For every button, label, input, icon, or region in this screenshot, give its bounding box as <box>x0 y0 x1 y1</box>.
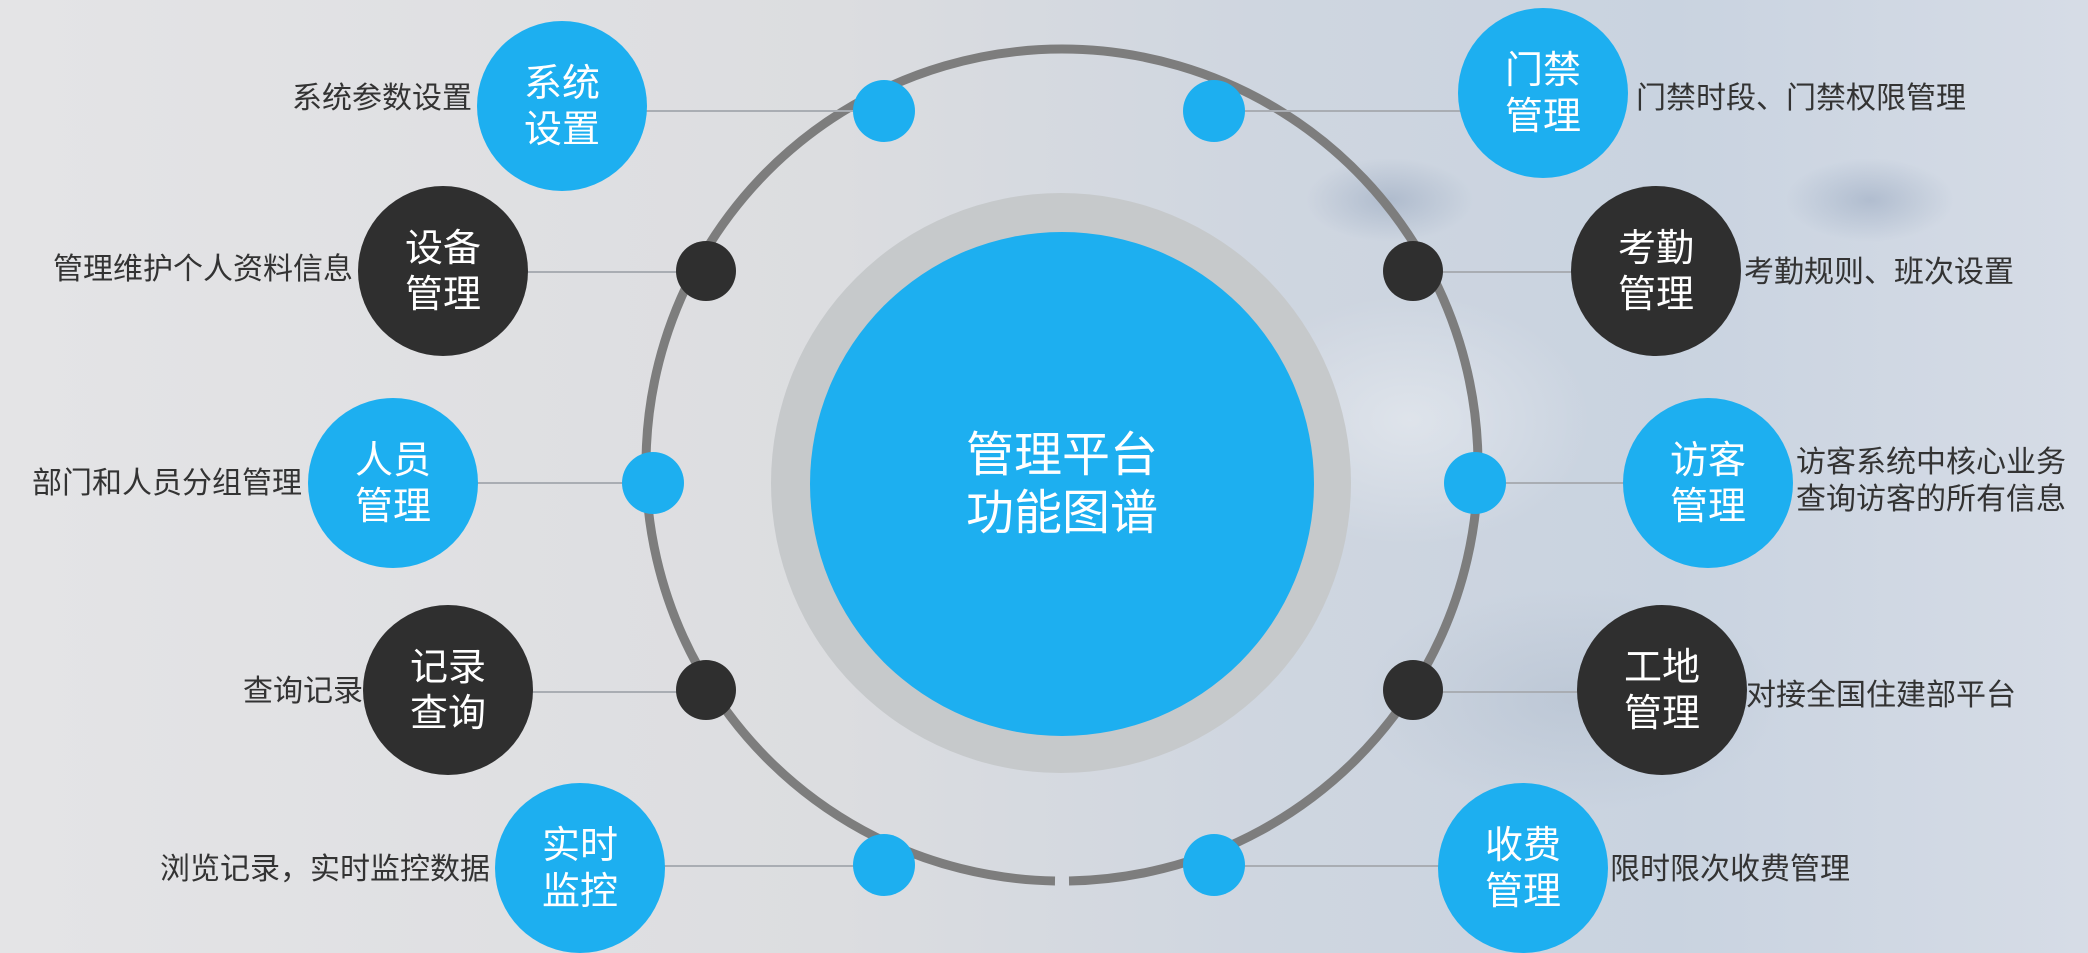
ring-node-site <box>1383 660 1443 720</box>
ring-node-access <box>1183 80 1245 142</box>
module-site-management[interactable]: 工地管理 <box>1577 605 1747 775</box>
desc-system-settings: 系统参数设置 <box>292 81 472 116</box>
desc-site-management: 对接全国住建部平台 <box>1746 678 2016 713</box>
ring-node-system <box>853 80 915 142</box>
module-record-query[interactable]: 记录查询 <box>363 605 533 775</box>
module-device-management[interactable]: 设备管理 <box>358 186 528 356</box>
module-system-settings[interactable]: 系统设置 <box>477 21 647 191</box>
connector-access <box>1212 110 1462 112</box>
connector-device <box>525 271 705 273</box>
connector-records <box>530 691 705 693</box>
ring-node-personnel <box>622 452 684 514</box>
connector-personnel <box>475 482 650 484</box>
ring-node-fee <box>1183 834 1245 896</box>
connector-site <box>1412 691 1588 693</box>
ring-node-attendance <box>1383 241 1443 301</box>
desc-access-management: 门禁时段、门禁权限管理 <box>1636 81 1966 116</box>
desc-realtime-monitor: 浏览记录，实时监控数据 <box>160 852 490 887</box>
connector-system <box>640 110 885 112</box>
desc-device-management: 管理维护个人资料信息 <box>53 252 353 287</box>
desc-personnel-management: 部门和人员分组管理 <box>32 466 302 501</box>
desc-record-query: 查询记录 <box>243 674 363 709</box>
connector-monitor <box>660 865 885 867</box>
ring-node-monitor <box>853 834 915 896</box>
center-title-line1: 管理平台 <box>965 427 1158 483</box>
desc-fee-management: 限时限次收费管理 <box>1610 852 1850 887</box>
desc-visitor-line1: 访客系统中核心业务 <box>1796 445 2066 480</box>
module-visitor-management[interactable]: 访客管理 <box>1623 398 1793 568</box>
ring-node-records <box>676 660 736 720</box>
center-title-line2: 功能图谱 <box>965 485 1158 541</box>
connector-fee <box>1212 865 1447 867</box>
desc-visitor-line2: 查询访客的所有信息 <box>1796 482 2066 517</box>
connector-visitor <box>1474 482 1634 484</box>
ring-node-device <box>676 241 736 301</box>
module-personnel-management[interactable]: 人员管理 <box>308 398 478 568</box>
desc-attendance-management: 考勤规则、班次设置 <box>1744 255 2014 290</box>
connector-attendance <box>1412 271 1582 273</box>
center-circle[interactable]: 管理平台 功能图谱 <box>810 232 1314 736</box>
module-fee-management[interactable]: 收费管理 <box>1438 783 1608 953</box>
module-realtime-monitor[interactable]: 实时监控 <box>495 783 665 953</box>
ring-node-visitor <box>1444 452 1506 514</box>
module-attendance-management[interactable]: 考勤管理 <box>1571 186 1741 356</box>
module-access-management[interactable]: 门禁管理 <box>1458 8 1628 178</box>
